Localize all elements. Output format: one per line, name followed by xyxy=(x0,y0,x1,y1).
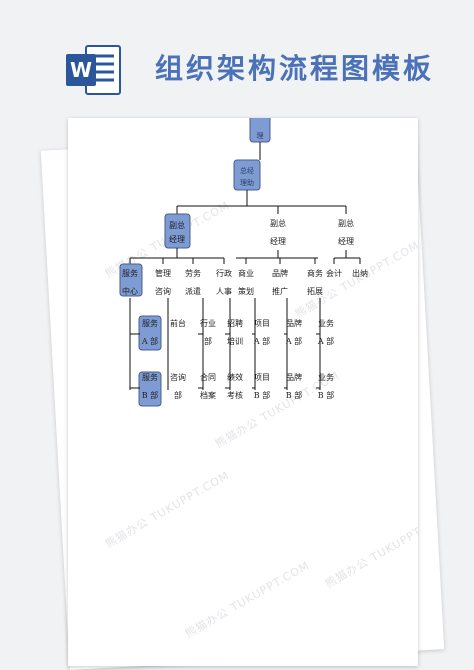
top-node-label: 理 xyxy=(257,132,264,140)
level4a-label-2: A 部 xyxy=(141,336,158,346)
level4a-label-2: 培训 xyxy=(227,336,243,346)
level3-label-1: 商务 xyxy=(307,268,323,278)
level4a-label-2: 部 xyxy=(204,336,212,346)
level3-label-2: 人事 xyxy=(216,286,232,296)
level4a-label-1: 行业 xyxy=(200,318,216,328)
service-a-box xyxy=(138,315,162,351)
level3-label-1: 出纳 xyxy=(352,268,368,278)
service-b-box xyxy=(138,371,162,407)
vp-2-label-2: 经理 xyxy=(270,236,286,246)
level3-label-2: 派遣 xyxy=(185,286,201,296)
level4a-label-2: A 部 xyxy=(285,336,302,346)
watermark-text: 熊猫办公 TUKUPPT.COM xyxy=(323,508,419,591)
level4b-label-1: 业务 xyxy=(318,372,334,382)
level4b-label-1: 服务 xyxy=(142,372,158,382)
page-title: 组织架构流程图模板 xyxy=(155,52,435,85)
level4b-label-2: 部 xyxy=(174,390,182,400)
vp-1-label-1: 副总 xyxy=(169,220,185,230)
level3-label-2: 推广 xyxy=(272,286,288,296)
level4a-label-1: 业务 xyxy=(318,318,334,328)
level4b-label-2: B 部 xyxy=(254,390,270,400)
level4a-label-2: A 部 xyxy=(253,336,270,346)
vp-1-label-2: 经理 xyxy=(169,234,185,244)
level4a-label-1: 前台 xyxy=(170,318,186,328)
level4a-label-1: 品牌 xyxy=(286,318,302,328)
word-icon: W xyxy=(66,45,121,95)
level3-label-1: 管理 xyxy=(155,268,171,278)
vp-3-label-1: 副总 xyxy=(338,218,354,228)
level4b-label-2: 档案 xyxy=(200,390,216,400)
level4b-label-2: B 部 xyxy=(286,390,302,400)
level4b-label-2: B 部 xyxy=(318,390,334,400)
header-banner: W 组织架构流程图模板 xyxy=(0,0,474,118)
service-center-box xyxy=(119,263,143,297)
vp-3-label-2: 经理 xyxy=(338,236,354,246)
level3-label-1: 服务 xyxy=(122,268,138,278)
level3-label-2: 中心 xyxy=(122,286,138,296)
level4a-label-1: 服务 xyxy=(142,318,158,328)
level3-label-1: 行政 xyxy=(216,268,232,278)
level4b-label-1: 品牌 xyxy=(286,372,302,382)
level4b-label-2: B 部 xyxy=(142,390,158,400)
level4b-label-1: 项目 xyxy=(254,373,270,382)
level3-label-1: 品牌 xyxy=(272,268,288,278)
level4b-label-2: 考核 xyxy=(227,390,243,400)
level3-label-1: 劳务 xyxy=(185,268,201,278)
vp-2-label-1: 副总 xyxy=(270,218,286,228)
level4a-label-1: 项目 xyxy=(254,319,270,328)
watermark-text: 熊猫办公 TUKUPPT.COM xyxy=(183,558,312,641)
level4b-label-1: 咨询 xyxy=(170,372,186,382)
watermark-text: 熊猫办公 TUKUPPT.COM xyxy=(293,238,419,321)
level4b-label-1: 绩效 xyxy=(227,372,243,382)
level3-label-2: 拓展 xyxy=(307,286,323,296)
watermark-text: 熊猫办公 TUKUPPT.COM xyxy=(103,468,232,551)
level3-label-2: 咨询 xyxy=(155,286,171,296)
level4b-label-1: 合同 xyxy=(200,372,216,382)
level3-label-1: 商业 xyxy=(238,268,254,278)
level4a-label-2: A 部 xyxy=(317,336,334,346)
level3-label-1: 会计 xyxy=(326,268,342,278)
gm-assistant-label-2: 理助 xyxy=(240,178,254,187)
svg-text:W: W xyxy=(70,58,92,82)
gm-assistant-label-1: 总经 xyxy=(240,166,254,175)
level4a-label-1: 招聘 xyxy=(227,318,243,328)
level3-label-2: 策划 xyxy=(238,286,254,296)
